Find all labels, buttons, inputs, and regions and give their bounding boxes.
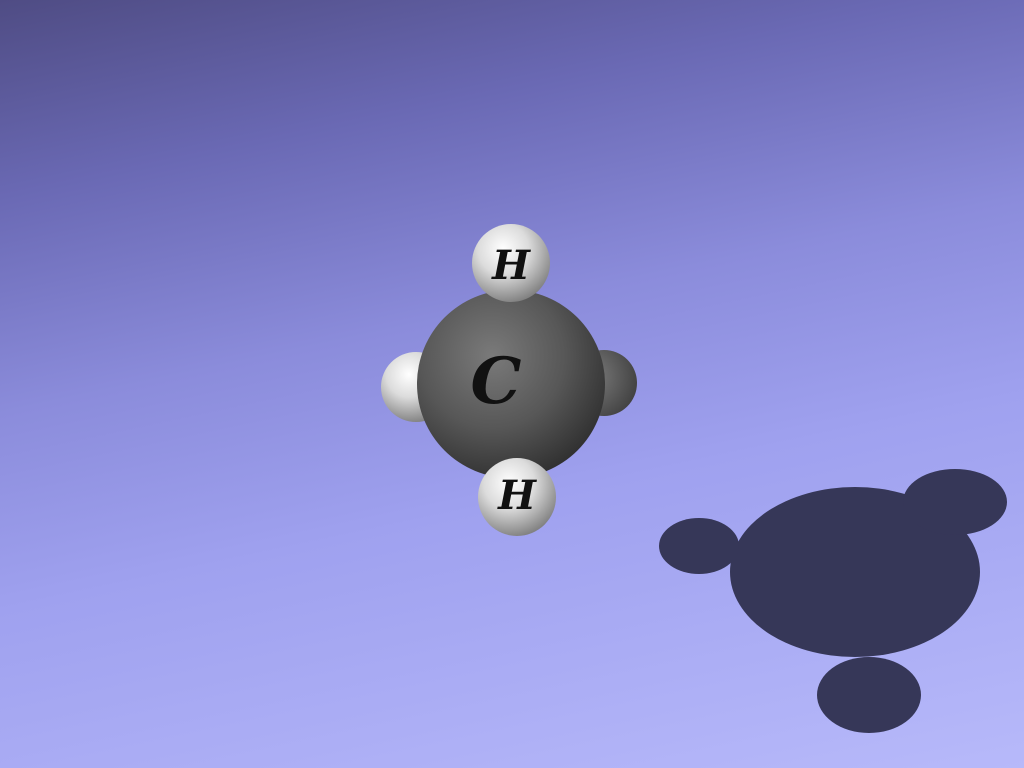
shadow-hydrogen-left xyxy=(659,518,739,574)
shadow-hydrogen-top-right xyxy=(903,469,1007,535)
shadow-carbon xyxy=(730,487,980,657)
hydrogen-label-top: H xyxy=(492,242,530,289)
hydrogen-atom-bottom xyxy=(478,458,556,536)
carbon-atom xyxy=(417,290,605,478)
shadow-hydrogen-bottom xyxy=(817,657,921,733)
carbon-label: C xyxy=(470,344,522,419)
hydrogen-atom-top xyxy=(472,224,550,302)
hydrogen-label-bottom: H xyxy=(498,472,536,519)
molecule-shadow xyxy=(659,469,1007,733)
